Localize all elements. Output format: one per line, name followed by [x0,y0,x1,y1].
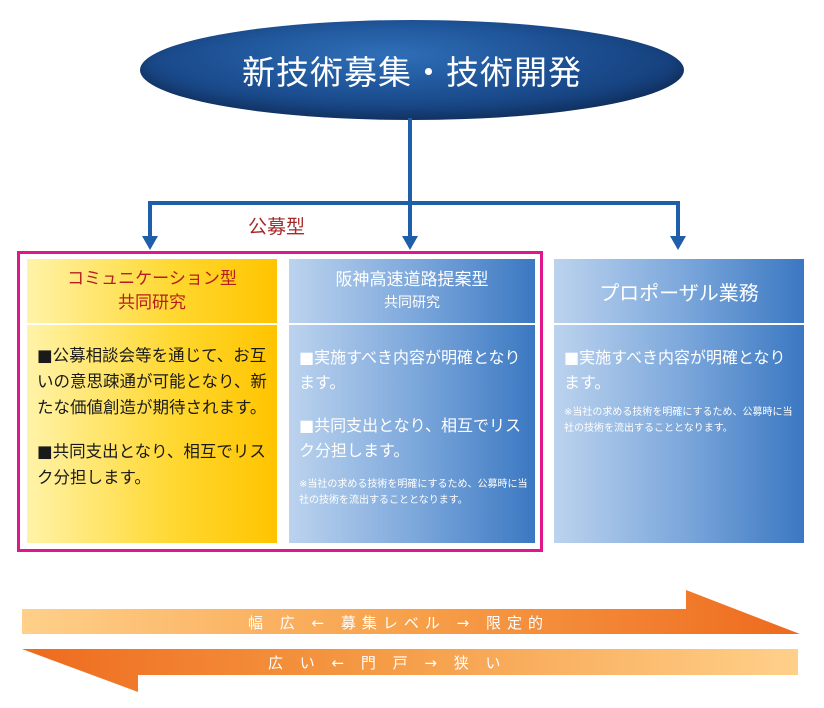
panel-communication-header: コミュニケーション型 共同研究 [27,259,277,325]
panel-communication-point-2: ■共同支出となり、相互でリスク分担します。 [37,442,266,487]
trunk-line [408,118,412,236]
branch-drop-left [148,201,152,237]
group-label: 公募型 [248,216,306,238]
branch-line [148,201,680,205]
arrow-head-right [670,236,686,250]
panel-communication: コミュニケーション型 共同研究 ■公募相談会等を通じて、お互いの意思疎通が可能と… [27,259,277,543]
group-frame [17,251,543,552]
scope-band-label: 幅 広 ← 募集レベル → 限定的 [248,614,549,632]
panel-proposal-point-1: ■実施すべき内容が明確となります。 [564,348,786,392]
panel-communication-point-1: ■公募相談会等を通じて、お互いの意思疎通が可能となり、新たな価値創造が期待されま… [37,346,267,417]
gate-arrow-svg [22,649,798,692]
panel-hanshin: 阪神高速道路提案型 共同研究 ■実施すべき内容が明確となります。 ■共同支出とな… [289,259,535,543]
panel-proposal-header: プロポーザル業務 [554,259,804,325]
panel-communication-subtitle: 共同研究 [118,293,186,313]
panel-hanshin-body: ■実施すべき内容が明確となります。 ■共同支出となり、相互でリスク分担します。 [299,345,531,481]
panel-hanshin-title: 阪神高速道路提案型 [335,270,489,290]
gate-arrow-shape [22,649,798,692]
panel-hanshin-note: ※当社の求める技術を明確にするため、公募時に当社の技術を流出することとなります。 [299,479,528,506]
gate-band-label: 広 い ← 門 戸 → 狭 い [268,654,507,672]
title-ellipse: 新技術募集・技術開発 [140,20,684,120]
band-arrows [22,590,800,634]
panel-hanshin-header: 阪神高速道路提案型 共同研究 [289,259,535,325]
panel-hanshin-point-1: ■実施すべき内容が明確となります。 [299,348,521,392]
panel-proposal-body: ■実施すべき内容が明確となります。 [564,345,796,413]
panel-communication-title: コミュニケーション型 [67,269,237,289]
panel-proposal-title: プロポーザル業務 [599,280,759,305]
diagram-title: 新技術募集・技術開発 [242,53,582,92]
panel-hanshin-subtitle: 共同研究 [384,295,440,311]
panel-hanshin-point-2: ■共同支出となり、相互でリスク分担します。 [299,416,521,460]
panel-proposal-note: ※当社の求める技術を明確にするため、公募時に当社の技術を流出することとなります。 [564,407,793,434]
arrow-head-center [402,236,418,250]
branch-drop-right [676,201,680,237]
panel-communication-body: ■公募相談会等を通じて、お互いの意思疎通が可能となり、新たな価値創造が期待されま… [37,343,273,509]
scope-arrow-right [22,590,800,634]
panel-proposal: プロポーザル業務 ■実施すべき内容が明確となります。 ※当社の求める技術を明確に… [554,259,804,543]
arrow-head-left [142,236,158,250]
